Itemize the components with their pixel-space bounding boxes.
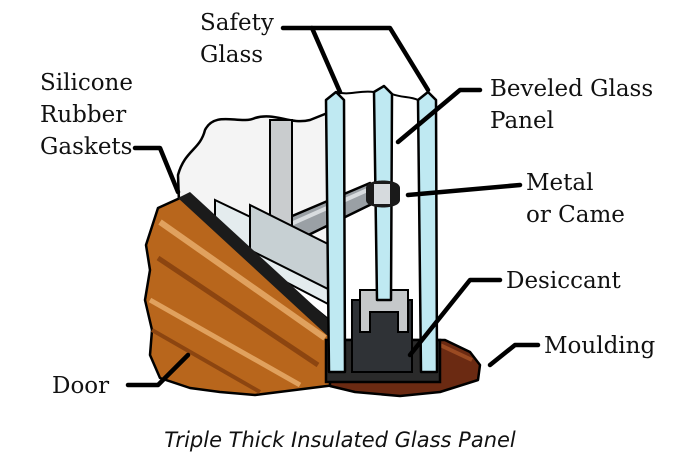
desiccant-leader: [407, 277, 503, 358]
label-beveled-1: Beveled Glass: [490, 76, 653, 102]
safety-glass-leader-2: [309, 25, 431, 93]
metal-vertical-bar: [269, 119, 293, 233]
label-metal-1: Metal: [526, 170, 593, 196]
desiccant-spacer: [359, 289, 409, 333]
door-leader: [125, 352, 191, 388]
metal-leader: [405, 182, 523, 198]
label-moulding: Moulding: [544, 333, 655, 359]
beveled-leader: [395, 87, 483, 145]
front-safety-glass: [324, 90, 347, 374]
label-metal-2: or Came: [526, 202, 625, 228]
rear-safety-glass: [416, 90, 439, 374]
moulding-leader: [487, 342, 541, 368]
diagram-caption: Triple Thick Insulated Glass Panel: [164, 428, 516, 452]
label-safety-glass-2: Glass: [200, 42, 263, 68]
label-desiccant: Desiccant: [506, 268, 621, 294]
label-safety-glass-1: Safety: [200, 10, 274, 36]
label-silicone-2: Rubber: [40, 102, 126, 128]
label-door: Door: [52, 373, 109, 399]
safety-glass-leader-1: [280, 25, 343, 95]
label-beveled-2: Panel: [490, 108, 554, 134]
label-silicone-3: Gaskets: [40, 134, 132, 160]
silicone-gasket: [178, 192, 340, 338]
label-silicone-1: Silicone: [40, 70, 133, 96]
silicone-leader: [132, 145, 181, 195]
